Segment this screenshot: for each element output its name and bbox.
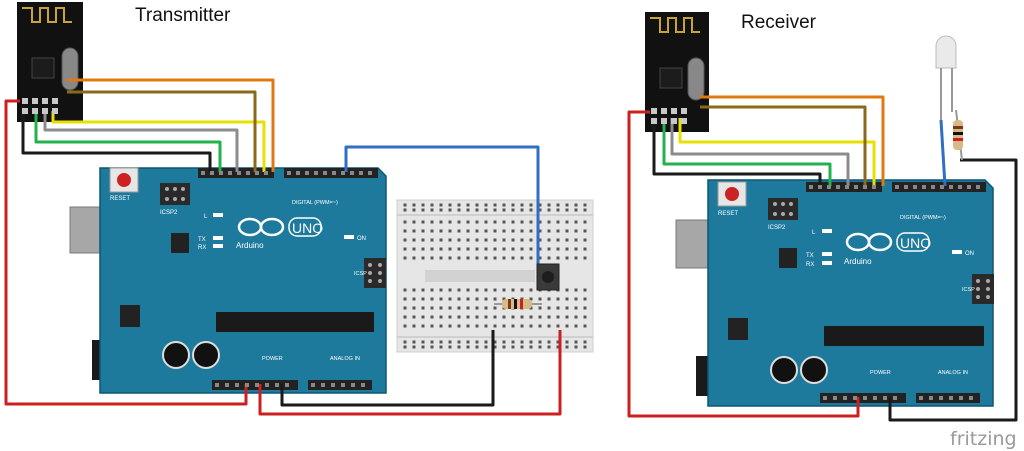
tx-sck-wire [51, 111, 266, 172]
tx-csn-wire [43, 112, 239, 172]
led-resistor [953, 109, 963, 161]
digital-label: DIGITAL (PWM=~) [900, 215, 946, 221]
uno-label: UNO [292, 220, 323, 236]
tx-label: TX [806, 253, 814, 259]
power-label: POWER [262, 356, 283, 362]
tx-5v-to-breadboard-wire [258, 330, 562, 416]
usb-chip [779, 248, 797, 268]
receiver-title: Receiver [741, 12, 817, 33]
breadboard [396, 199, 594, 353]
push-button [536, 263, 560, 291]
rx-csn-wire [670, 118, 850, 186]
analog-label: ANALOG IN [330, 356, 360, 362]
rx-label: RX [198, 245, 206, 251]
icsp2-header [160, 183, 190, 205]
transmitter-nrf24-module [17, 2, 83, 122]
digital-header-left [806, 182, 882, 192]
tx-3v3-wire [4, 99, 248, 406]
crystal [687, 57, 705, 101]
rx-led-signal-wire [939, 119, 947, 187]
regulator [728, 318, 748, 340]
arduino-logo: UNO Arduino [844, 232, 931, 266]
on-label: ON [965, 251, 974, 257]
digital-header-left [198, 168, 274, 178]
tx-button-signal-wire [344, 145, 540, 265]
reset-button [725, 187, 739, 201]
reset-label: RESET [110, 196, 130, 202]
icsp2-label: ICSP2 [768, 225, 786, 231]
transmitter-title: Transmitter [135, 5, 231, 26]
breadboard-holes [403, 203, 587, 349]
rx-3v3-wire [627, 110, 860, 418]
icsp-label: ICSP [962, 287, 975, 293]
rx-sck-wire [678, 118, 876, 186]
reset-label: RESET [718, 211, 738, 217]
tx-ce-wire [34, 108, 222, 172]
rx-ce-wire [662, 118, 832, 186]
microcontroller [824, 326, 984, 346]
transmitter-arduino-board: RESET ICSP2 DIGITAL (PWM=~) L TX RX ON U… [69, 167, 387, 394]
rx-miso-wire [700, 95, 885, 186]
capacitor-2 [192, 341, 220, 369]
digital-header-right [284, 168, 378, 178]
rf-chip [31, 57, 55, 79]
analog-header [916, 393, 980, 403]
rx-label: RX [806, 262, 814, 268]
rf-chip [659, 67, 683, 89]
rx-gnd-wire [652, 120, 822, 186]
icsp-header [364, 258, 386, 288]
arduino-brand: Arduino [844, 257, 872, 266]
analog-label: ANALOG IN [938, 370, 968, 376]
usb-chip [171, 233, 189, 253]
digital-header-right [892, 182, 986, 192]
pulldown-resistor [494, 299, 542, 309]
regulator [120, 305, 140, 327]
led [935, 35, 957, 120]
capacitor-1 [162, 341, 190, 369]
arduino-brand: Arduino [236, 241, 264, 250]
digital-label: DIGITAL (PWM=~) [292, 200, 338, 206]
power-label: POWER [870, 370, 891, 376]
fritzing-watermark: fritzing [950, 428, 1017, 450]
crystal [61, 47, 79, 91]
icsp2-header [768, 198, 798, 220]
rx-led-gnd-wire [888, 158, 1018, 422]
microcontroller [216, 312, 374, 332]
icsp-header [972, 274, 994, 304]
tx-gnd-to-breadboard-wire [280, 330, 495, 407]
tx-miso-wire [67, 78, 275, 172]
capacitor-1 [770, 356, 798, 384]
icsp-label: ICSP [354, 271, 367, 277]
uno-label: UNO [900, 235, 931, 251]
wires [4, 78, 1018, 422]
tx-gnd-wire [21, 106, 212, 172]
analog-header [308, 380, 372, 390]
tx-mosi-wire [67, 90, 257, 172]
capacitor-2 [800, 356, 828, 384]
on-label: ON [357, 236, 366, 242]
rx-mosi-wire [700, 105, 867, 186]
reset-button [117, 173, 131, 187]
tx-label: TX [198, 237, 206, 243]
led-l-label: L [812, 230, 816, 236]
receiver-arduino-board: RESET ICSP2 DIGITAL (PWM=~) L TX RX ON U… [675, 179, 994, 407]
led-l-label: L [204, 214, 208, 220]
arduino-logo: UNO Arduino [236, 217, 323, 250]
icsp2-label: ICSP2 [160, 210, 178, 216]
